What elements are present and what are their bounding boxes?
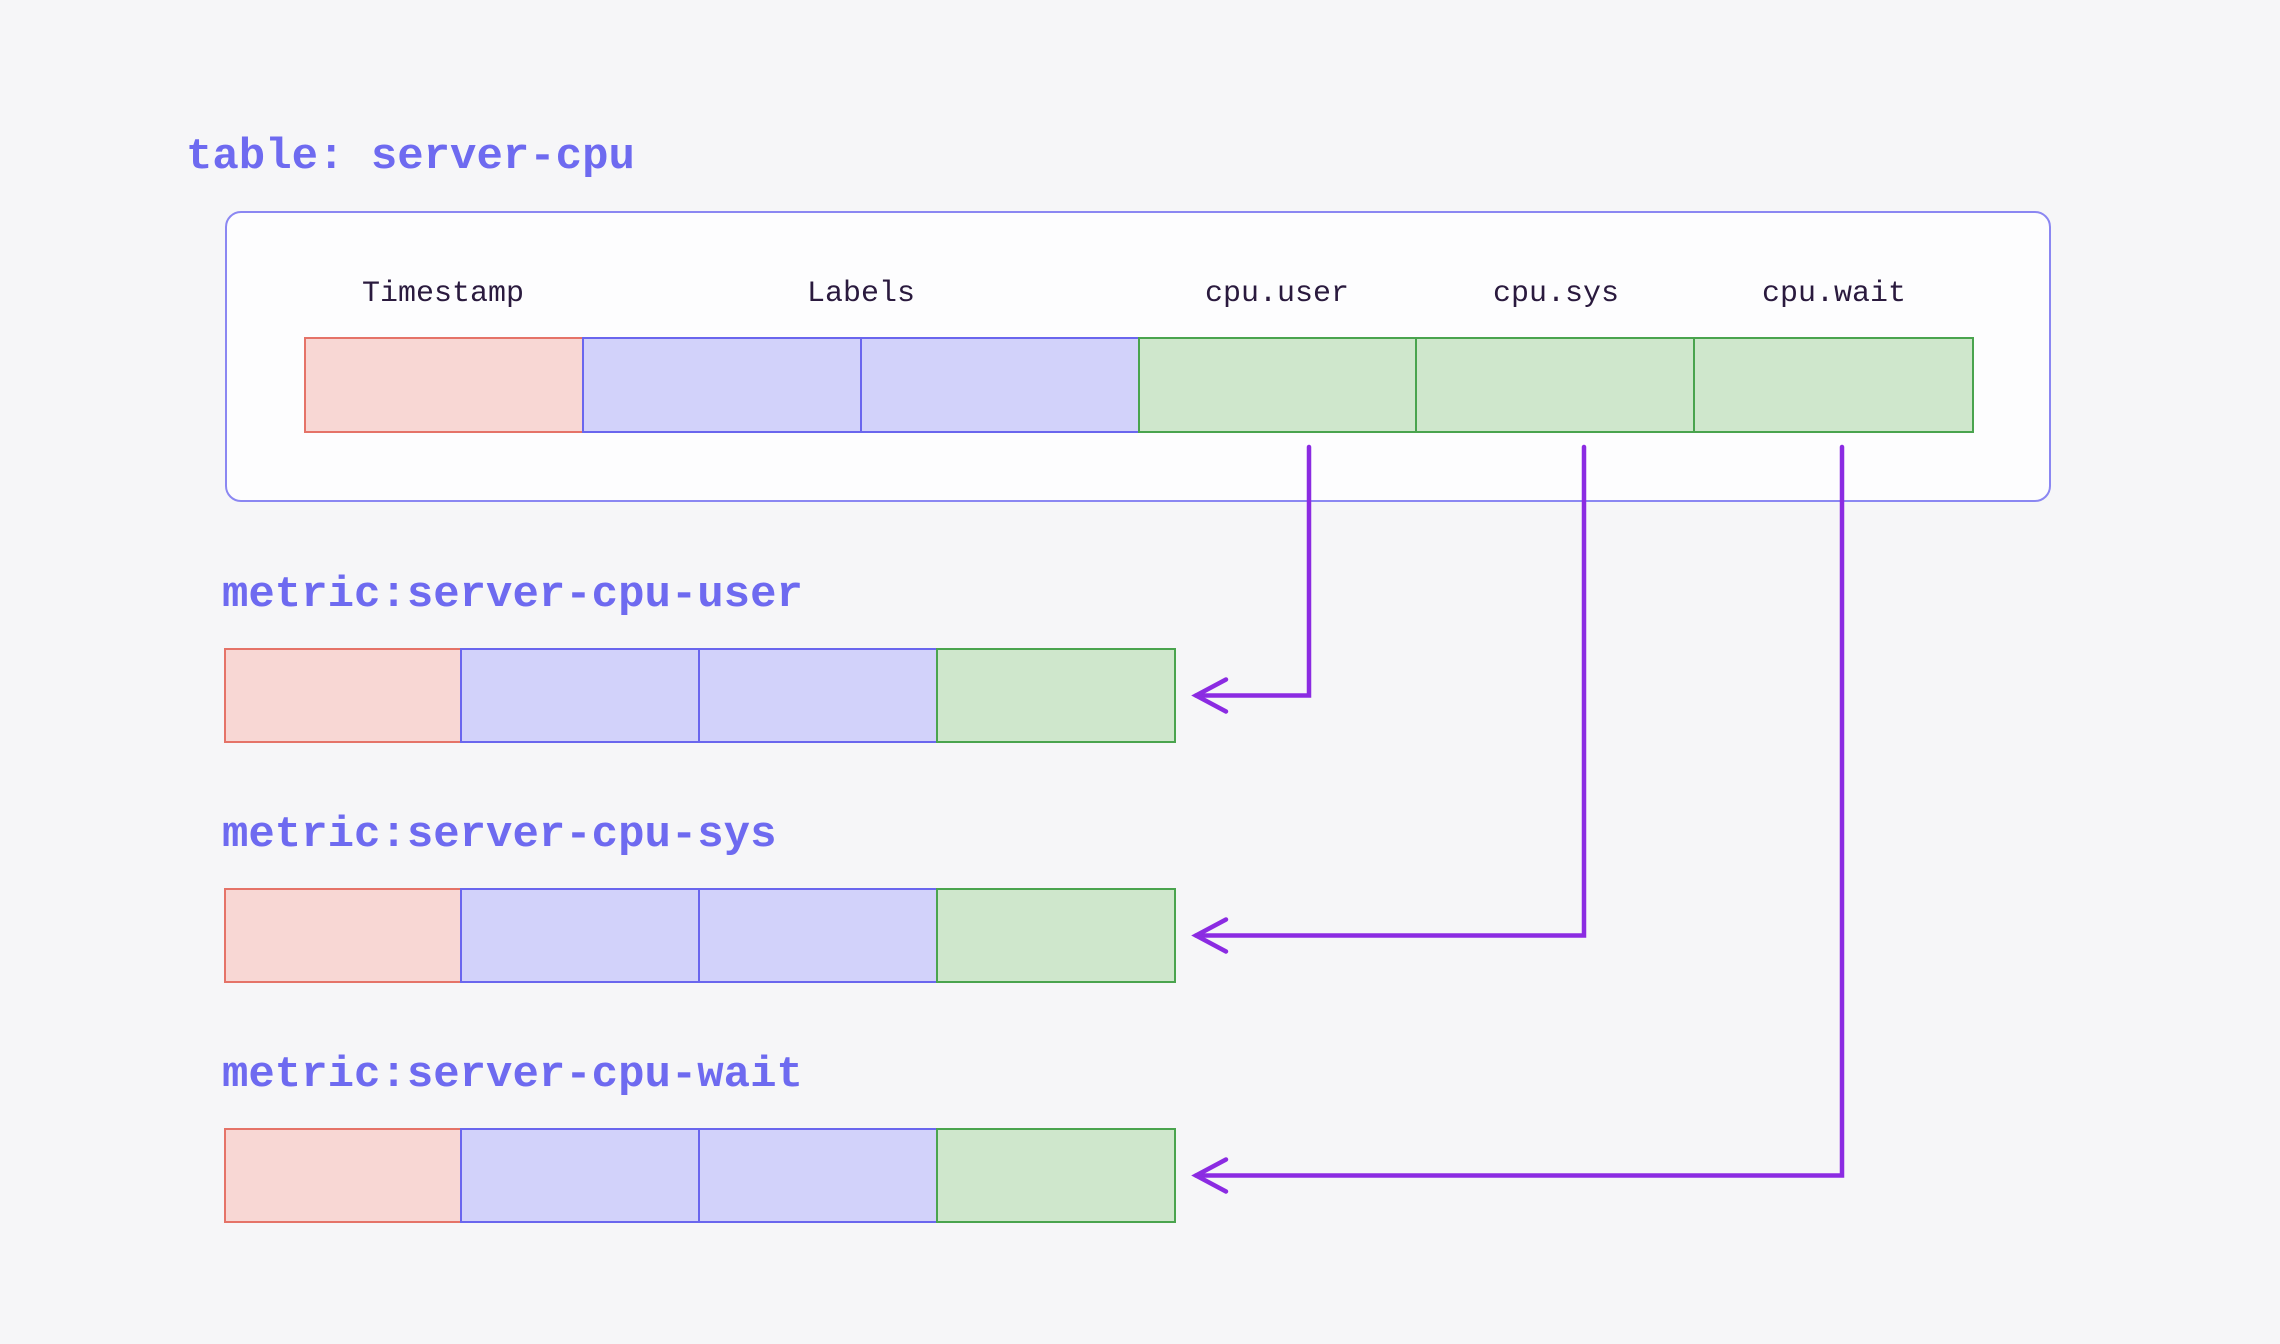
timestamp-cell [224,1128,462,1223]
field-cell-cpu-sys [1415,337,1695,433]
metric-row-user [224,648,1176,743]
column-header-labels: Labels [806,277,916,311]
labels-cell [698,1128,938,1223]
value-cell [936,888,1176,983]
value-cell [936,1128,1176,1223]
column-header-cpu-wait: cpu.wait [1761,277,1907,311]
timestamp-cell [304,337,584,433]
labels-cell [460,888,700,983]
labels-cell [460,648,700,743]
arrow-cpu-sys-to-metric [1191,444,1587,954]
value-cell [936,648,1176,743]
metric-title-sys: metric:server-cpu-sys [222,810,777,860]
field-cell-cpu-wait [1693,337,1974,433]
metric-row-sys [224,888,1176,983]
timestamp-cell [224,888,462,983]
labels-cell [698,888,938,983]
metric-title-wait: metric:server-cpu-wait [222,1050,803,1100]
labels-cell [582,337,862,433]
field-cell-cpu-user [1138,337,1417,433]
table-title: table: server-cpu [186,132,635,182]
labels-cell [698,648,938,743]
table-row [304,337,1974,433]
column-header-cpu-user: cpu.user [1204,277,1350,311]
labels-cell [460,1128,700,1223]
column-header-cpu-sys: cpu.sys [1492,277,1620,311]
table-container: Timestamp Labels cpu.user cpu.sys cpu.wa… [225,211,2051,502]
metric-row-wait [224,1128,1176,1223]
labels-cell [860,337,1140,433]
metric-title-user: metric:server-cpu-user [222,570,803,620]
arrow-cpu-wait-to-metric [1191,444,1845,1194]
column-header-timestamp: Timestamp [361,277,525,311]
timestamp-cell [224,648,462,743]
